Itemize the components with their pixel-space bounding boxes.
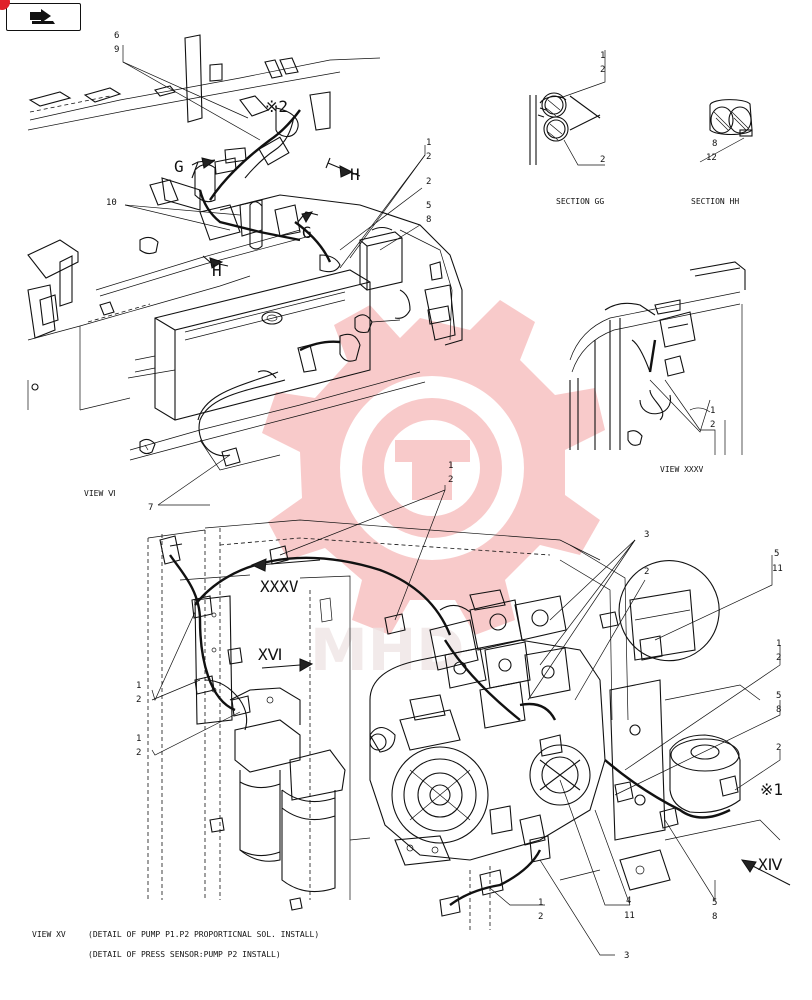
status-dot [0, 0, 10, 10]
marker-h-1: H [350, 165, 360, 184]
section-hh [699, 99, 753, 163]
marker-xvi: XⅥ [258, 645, 282, 664]
view-xv-caption: VIEW XV [32, 930, 66, 939]
section-hh-caption: SECTION HH [691, 197, 739, 206]
note-line-2: (DETAIL OF PRESS SENSOR:PUMP P2 INSTALL) [88, 950, 281, 959]
view-vi-drawing [27, 34, 463, 471]
note-line-1: (DETAIL OF PUMP P1.P2 PROPORTICNAL SOL. … [88, 930, 319, 939]
callout-left-2a: 2 [136, 695, 141, 705]
callout-11-detail: 11 [772, 564, 783, 574]
callout-mid-2b: 2 [644, 567, 649, 577]
callout-xxxv-1: 1 [710, 406, 715, 416]
callout-1-top: 1 [426, 138, 431, 148]
section-gg [529, 50, 606, 166]
callout-hh-8: 8 [712, 139, 717, 149]
marker-g-2: G [302, 223, 312, 242]
book-arrow-icon [29, 8, 57, 25]
callout-mid-3: 3 [644, 530, 649, 540]
callout-gg-1: 1 [600, 51, 605, 61]
callout-right-5: 5 [776, 691, 781, 701]
callout-xxxv-2: 2 [710, 420, 715, 430]
callout-9: 9 [114, 45, 119, 55]
section-arrows-bottom [250, 558, 791, 886]
callout-bottom-5: 5 [712, 898, 717, 908]
callout-left-2b: 2 [136, 748, 141, 758]
section-gg-caption: SECTION GG [556, 197, 604, 206]
callout-right-2b: 2 [776, 743, 781, 753]
view-xv-drawing [147, 519, 781, 930]
callout-left-1b: 1 [136, 734, 141, 744]
marker-g-1: G [174, 157, 184, 176]
callout-hh-12: 12 [706, 153, 717, 163]
leaders-bottom [151, 379, 781, 956]
callout-bottom-1: 1 [538, 898, 543, 908]
callout-right-8: 8 [776, 705, 781, 715]
callout-gg-2a: 2 [600, 65, 605, 75]
callout-right-2: 2 [776, 653, 781, 663]
callout-6: 6 [114, 31, 119, 41]
callout-bottom-3: 3 [624, 951, 629, 961]
view-vi-caption: VIEW Ⅵ [84, 489, 115, 498]
labels: VIEW Ⅵ SECTION GG SECTION HH VIEW XXXV V… [32, 31, 783, 961]
callout-bottom-8: 8 [712, 912, 717, 922]
callout-8-top: 8 [426, 215, 431, 225]
callout-5-detail: 5 [774, 549, 779, 559]
marker-x1: ※1 [760, 780, 783, 799]
callout-mid-2: 2 [448, 475, 453, 485]
marker-x2: ※2 [265, 97, 288, 116]
watermark-letters: MHD [310, 616, 464, 684]
callout-left-1a: 1 [136, 681, 141, 691]
callout-10: 10 [106, 198, 117, 208]
callout-7: 7 [148, 503, 153, 513]
leaders-top [122, 45, 426, 506]
callout-2-top: 2 [426, 152, 431, 162]
callout-right-1: 1 [776, 639, 781, 649]
section-arrows-top [191, 157, 361, 269]
watermark: MHD [262, 300, 605, 684]
callout-2-mid: 2 [426, 177, 431, 187]
view-xxxv [569, 261, 746, 455]
marker-xxxv: XXXV [260, 577, 299, 596]
marker-h-2: H [212, 261, 222, 280]
callout-bottom-2: 2 [538, 912, 543, 922]
callout-bottom-4: 4 [626, 896, 631, 906]
header-badge[interactable] [6, 3, 81, 31]
callout-5-top: 5 [426, 201, 431, 211]
view-xxxv-caption: VIEW XXXV [660, 465, 704, 474]
callout-bottom-11: 11 [624, 911, 635, 921]
callout-mid-1: 1 [448, 461, 453, 471]
callout-gg-2b: 2 [600, 155, 605, 165]
marker-xiv: XⅣ [758, 855, 783, 874]
